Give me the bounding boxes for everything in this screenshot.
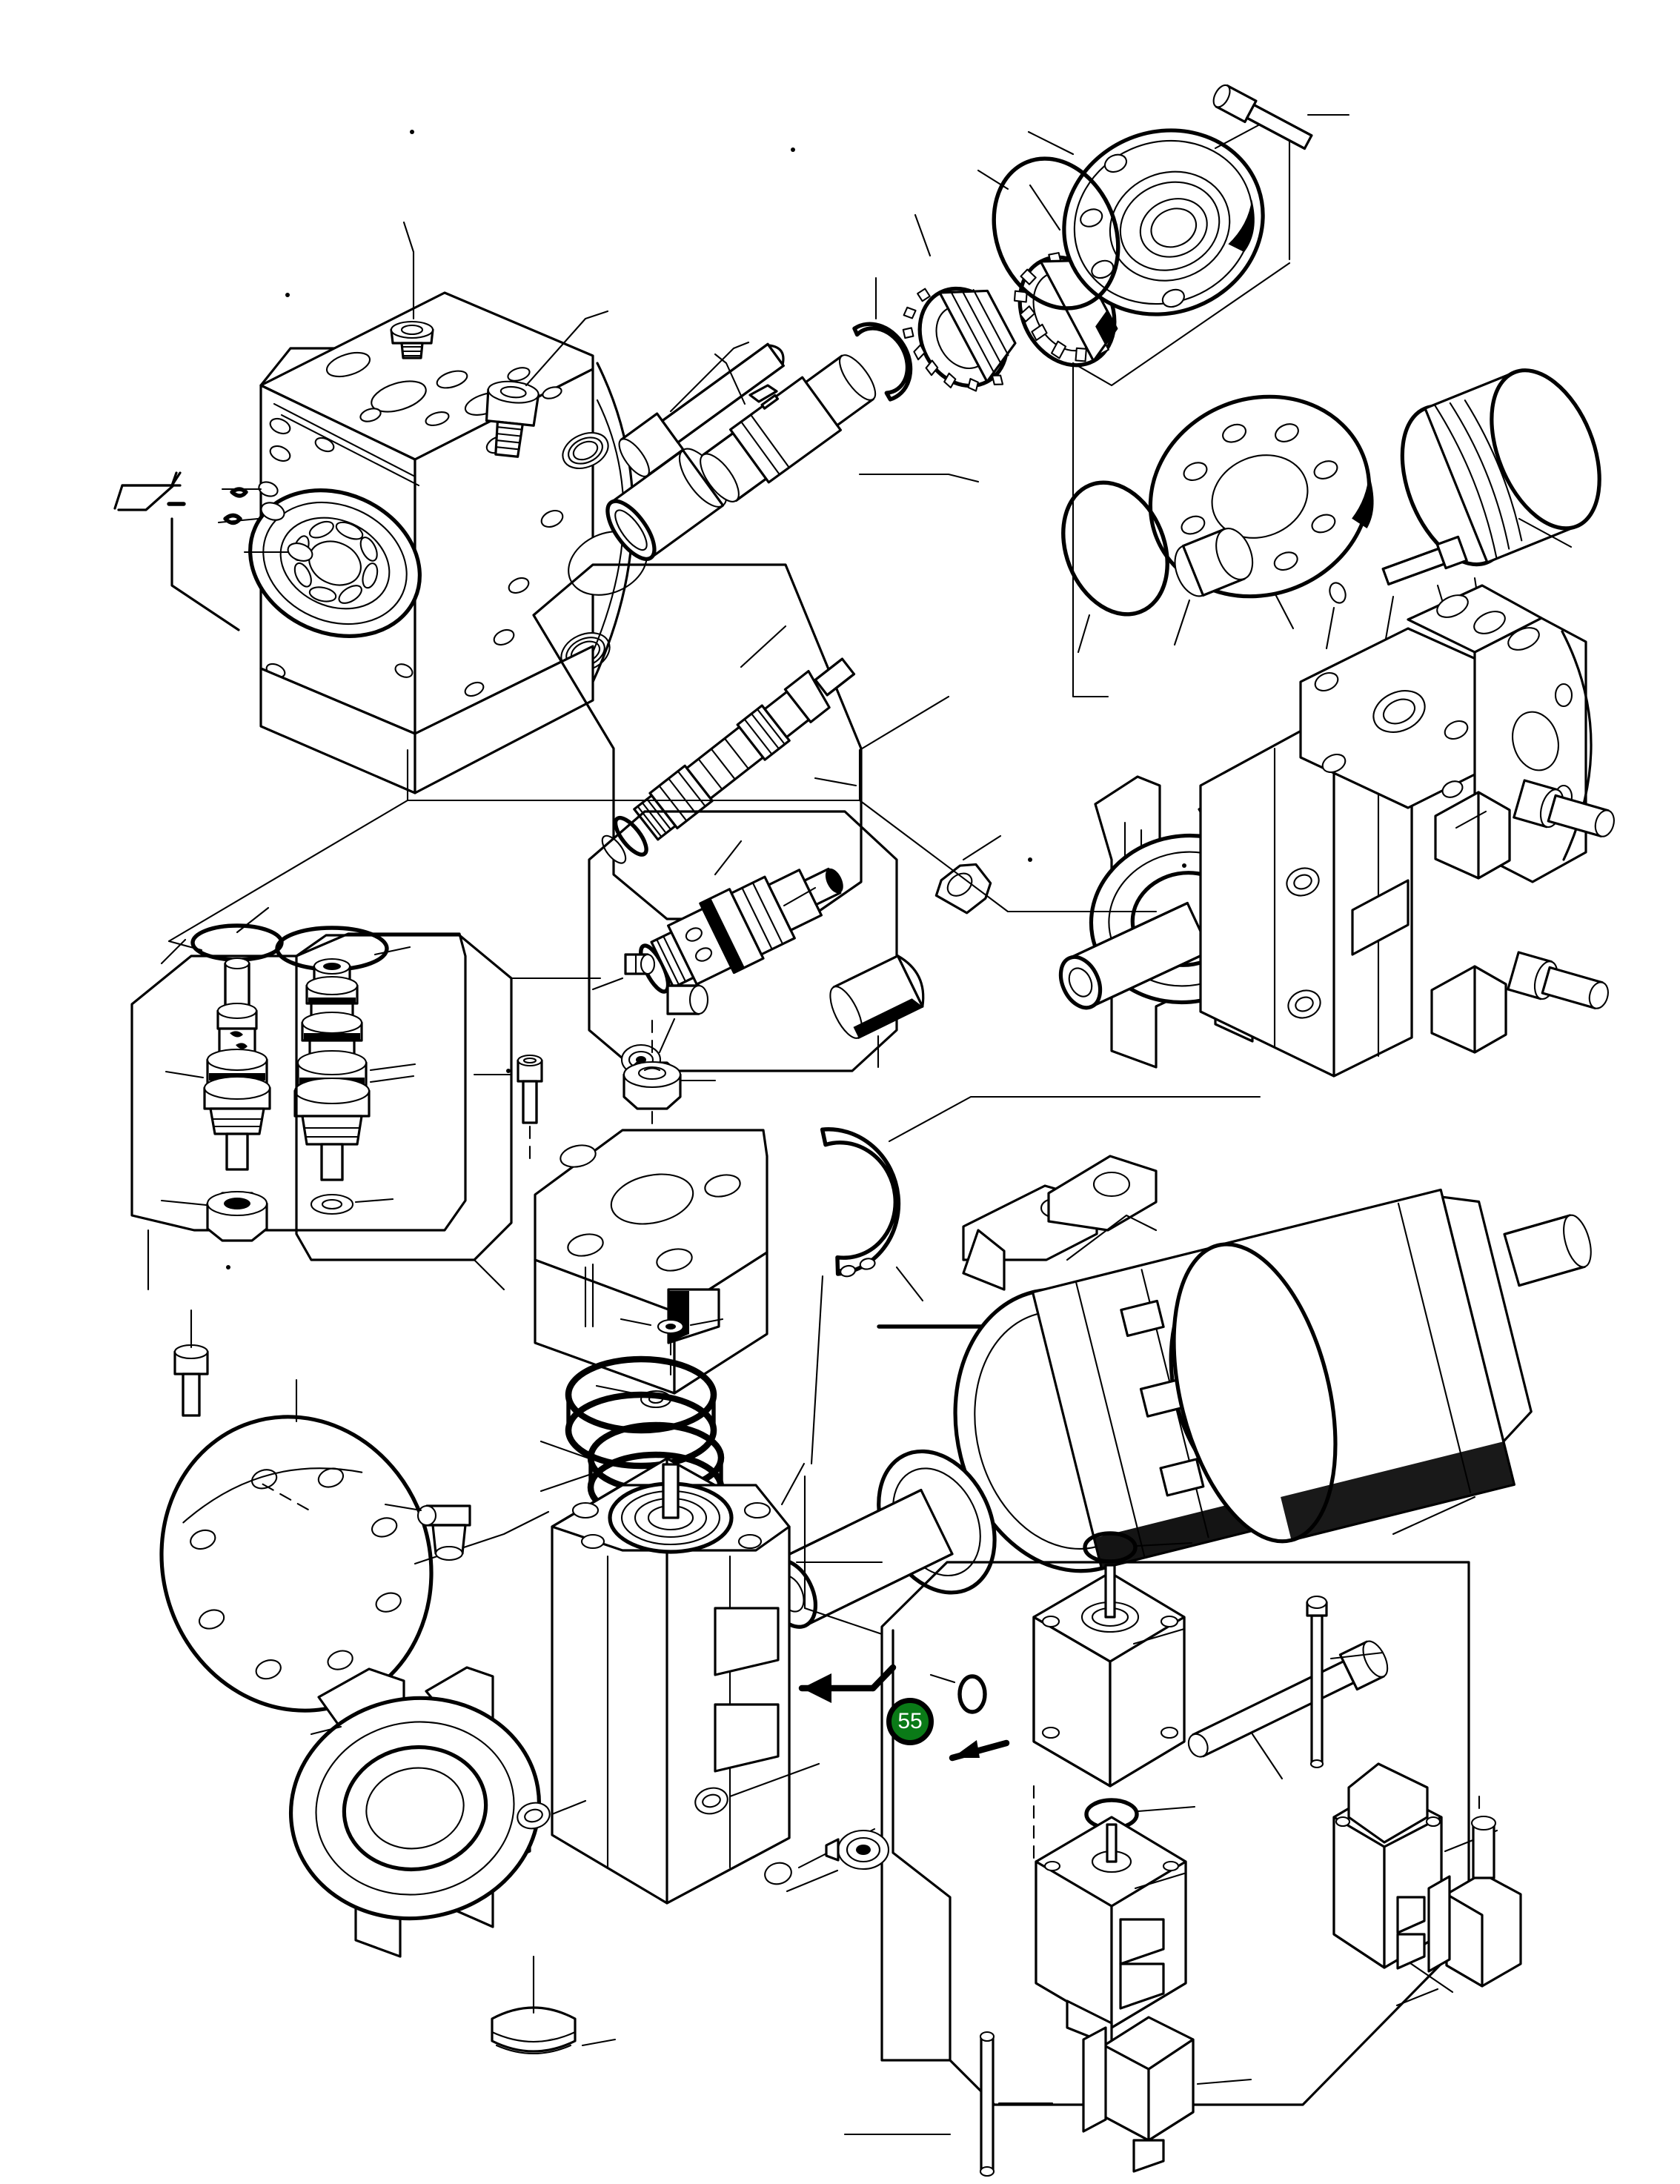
bearing-end-cover-group [977, 84, 1601, 698]
rotating-group [763, 1155, 1592, 1629]
pump-housing-block [248, 291, 648, 794]
valve-cover-block-group [473, 1018, 924, 1573]
housing-small-parts [217, 481, 313, 562]
group-frame-lines [147, 695, 1261, 2136]
solenoid-inset-frame [798, 1561, 1470, 2106]
scan-artifacts [226, 130, 1186, 1269]
callout-marker-55[interactable]: 55 [886, 1698, 934, 1745]
lower-cover-group [159, 1309, 876, 2054]
relief-valve-inset [130, 906, 513, 1261]
relief-valve-cartridge-right [275, 926, 416, 1181]
assembled-piston-pump [1058, 584, 1615, 1078]
control-spool-inset [532, 563, 1002, 1098]
solenoid-valve-block [786, 1531, 1522, 2177]
leader-bracket-left [113, 471, 240, 631]
lock-nut [206, 1190, 268, 1242]
socket-head-cap-screw [390, 221, 609, 458]
